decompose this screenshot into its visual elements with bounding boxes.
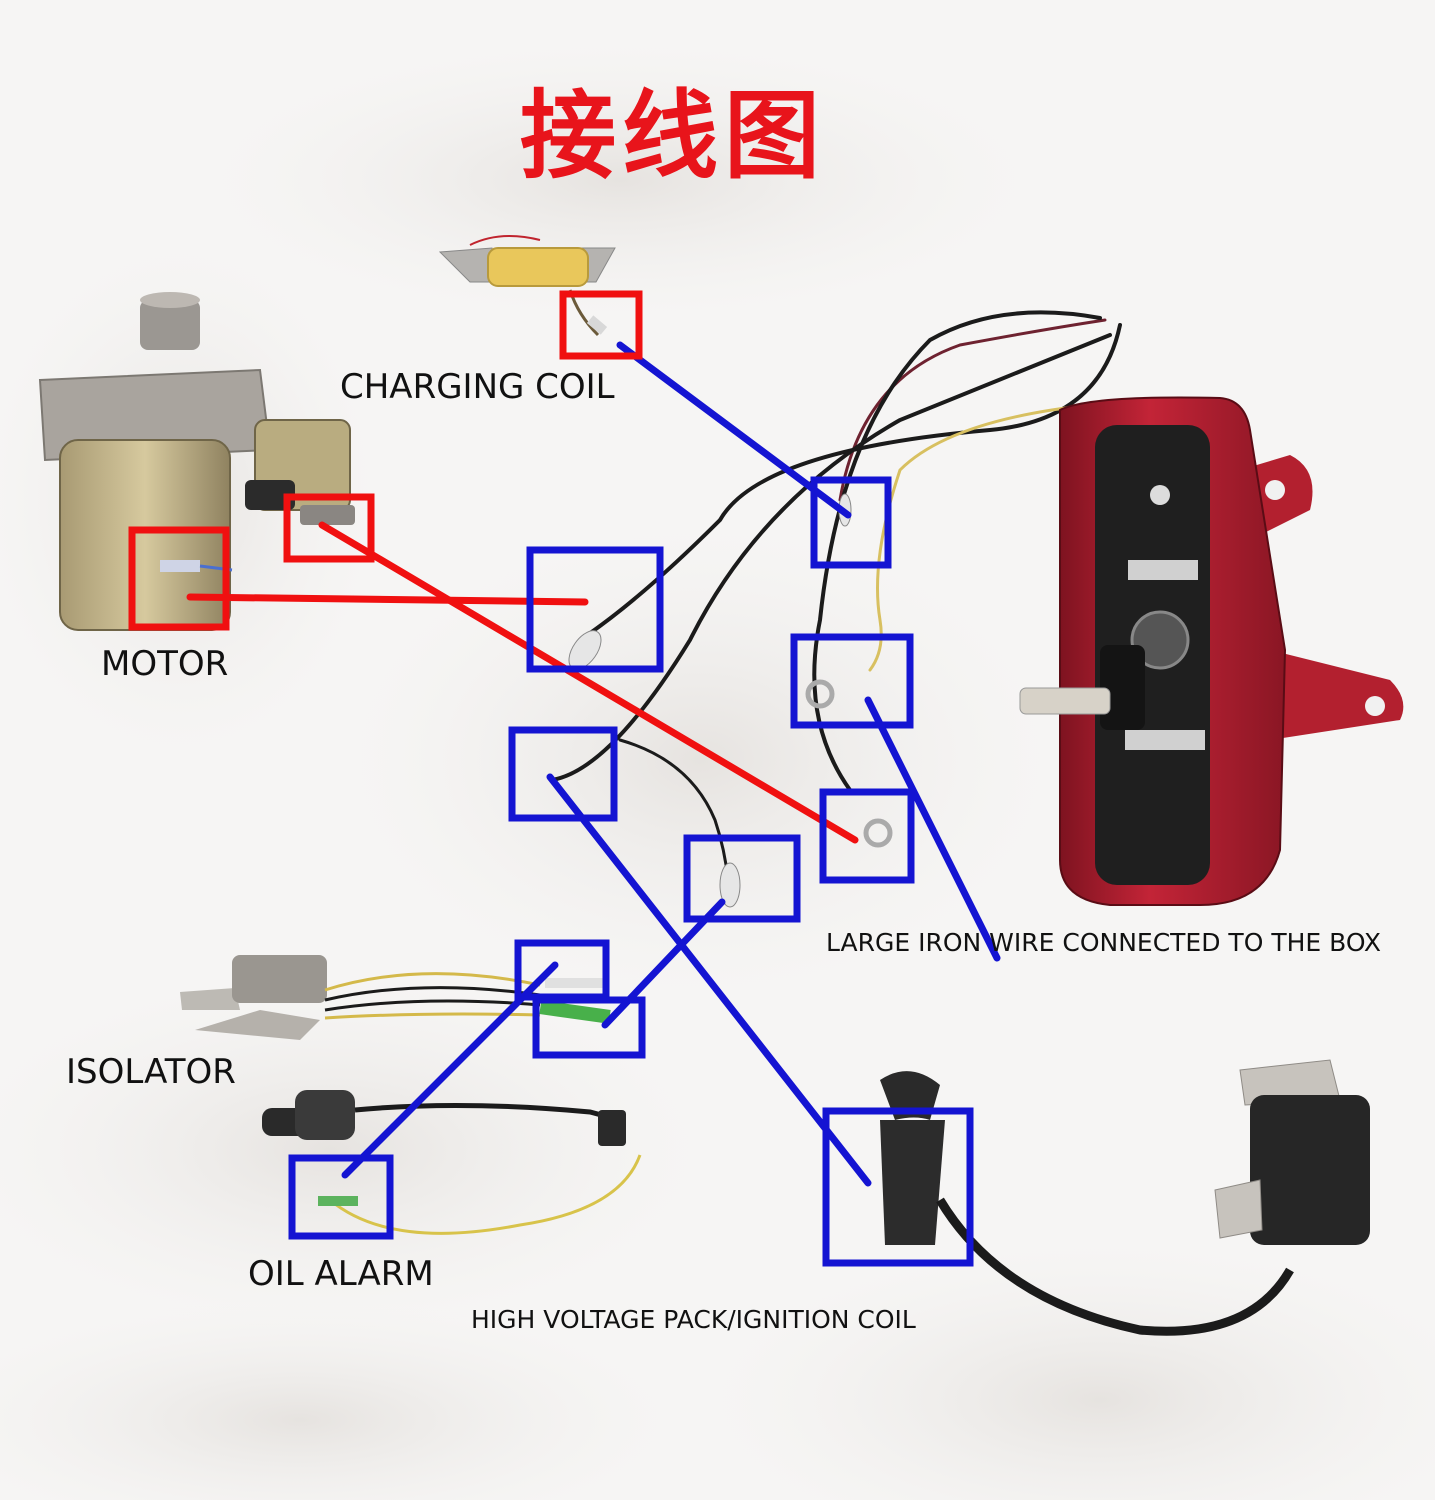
label-charging-coil: CHARGING COIL bbox=[340, 367, 615, 407]
charging-coil-box bbox=[559, 290, 643, 360]
red-boxes bbox=[128, 290, 643, 631]
label-motor: MOTOR bbox=[101, 644, 229, 684]
motor-to-connector-line bbox=[186, 593, 589, 606]
solenoid-terminal-box bbox=[283, 493, 375, 563]
label-isolator: ISOLATOR bbox=[66, 1052, 236, 1092]
ignition-coil-line bbox=[546, 773, 872, 1187]
bullet-connector-box bbox=[508, 726, 618, 822]
solenoid-to-ring-terminal-line bbox=[318, 521, 859, 844]
label-oil-alarm: OIL ALARM bbox=[248, 1254, 434, 1294]
ignition-coil-part bbox=[880, 1059, 1370, 1336]
ring-terminal-box bbox=[790, 633, 914, 729]
iron-wire-line bbox=[864, 696, 1001, 962]
blue-boxes bbox=[288, 476, 974, 1267]
yellow-wire-connector-box bbox=[810, 476, 892, 569]
isolator-connector-box-2 bbox=[532, 996, 646, 1059]
oil-alarm-connector-box bbox=[288, 1154, 394, 1240]
ring-terminal-box-2 bbox=[819, 788, 915, 884]
oil-alarm-part bbox=[262, 1090, 642, 1235]
label-iron-wire: LARGE IRON WIRE CONNECTED TO THE BOX bbox=[826, 928, 1382, 957]
label-ignition-coil: HIGH VOLTAGE PACK/IGNITION COIL bbox=[471, 1305, 916, 1334]
bullet-connector-box-2 bbox=[683, 834, 801, 923]
charging-coil-line bbox=[616, 341, 852, 519]
red-connections bbox=[186, 521, 859, 844]
charging-coil-part bbox=[438, 235, 616, 337]
black-wire-connector-box bbox=[526, 546, 664, 673]
diagram-title: 接线图 bbox=[520, 80, 826, 192]
starter-motor-part bbox=[38, 292, 355, 631]
ignition-coil-box bbox=[822, 1107, 974, 1267]
engine-switch-box bbox=[1019, 396, 1404, 906]
wire-harness bbox=[550, 310, 1122, 908]
isolator-part bbox=[180, 955, 611, 1040]
motor-terminal-box bbox=[128, 526, 230, 631]
